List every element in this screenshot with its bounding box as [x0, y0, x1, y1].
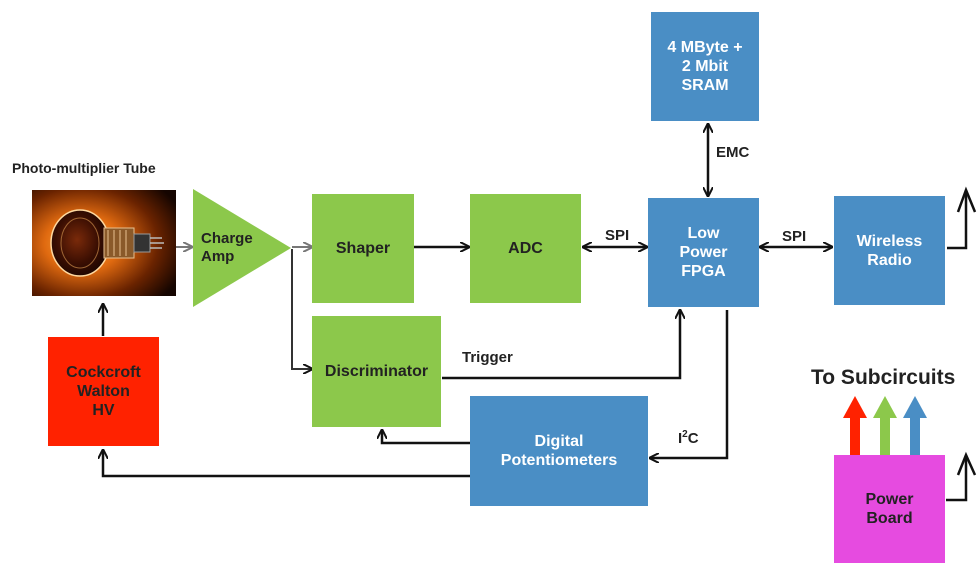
digital-potentiometers-block: Digital Potentiometers: [470, 396, 648, 506]
edge-label-spi-adc: SPI: [605, 227, 630, 244]
edge-discriminator-fpga: [442, 310, 680, 380]
antenna-icon: [946, 451, 977, 502]
edge-digipot-cockcroft: [103, 450, 470, 478]
edge-label-emc: EMC: [716, 144, 750, 161]
pmt-image: [32, 190, 176, 296]
edge-label-trigger: Trigger: [462, 349, 513, 366]
adc-block: ADC: [470, 194, 581, 303]
edge-label-spi-radio: SPI: [782, 228, 807, 245]
fpga-block: Low Power FPGA: [648, 198, 759, 307]
edge-label-i2c: I2C: [678, 429, 699, 447]
antenna-icon: [947, 186, 977, 250]
subcircuit-arrows: [843, 396, 927, 457]
shaper-block: Shaper: [312, 194, 414, 303]
edge-chargeamp-discriminator: [291, 249, 312, 369]
sram-block: 4 MByte + 2 Mbit SRAM: [651, 12, 759, 121]
charge-amp-triangle: [193, 189, 291, 307]
edge-digipot-discriminator: [382, 430, 470, 445]
cockcroft-walton-block: Cockcroft Walton HV: [48, 337, 159, 446]
edge-fpga-digipot: [650, 310, 729, 458]
pmt-label: Photo-multiplier Tube: [12, 160, 156, 176]
wireless-radio-block: Wireless Radio: [834, 196, 945, 305]
charge-amp-label: Charge Amp: [201, 230, 253, 265]
power-board-block: Power Board: [834, 455, 945, 563]
discriminator-block: Discriminator: [312, 316, 441, 427]
subcircuits-label: To Subcircuits: [811, 366, 956, 389]
